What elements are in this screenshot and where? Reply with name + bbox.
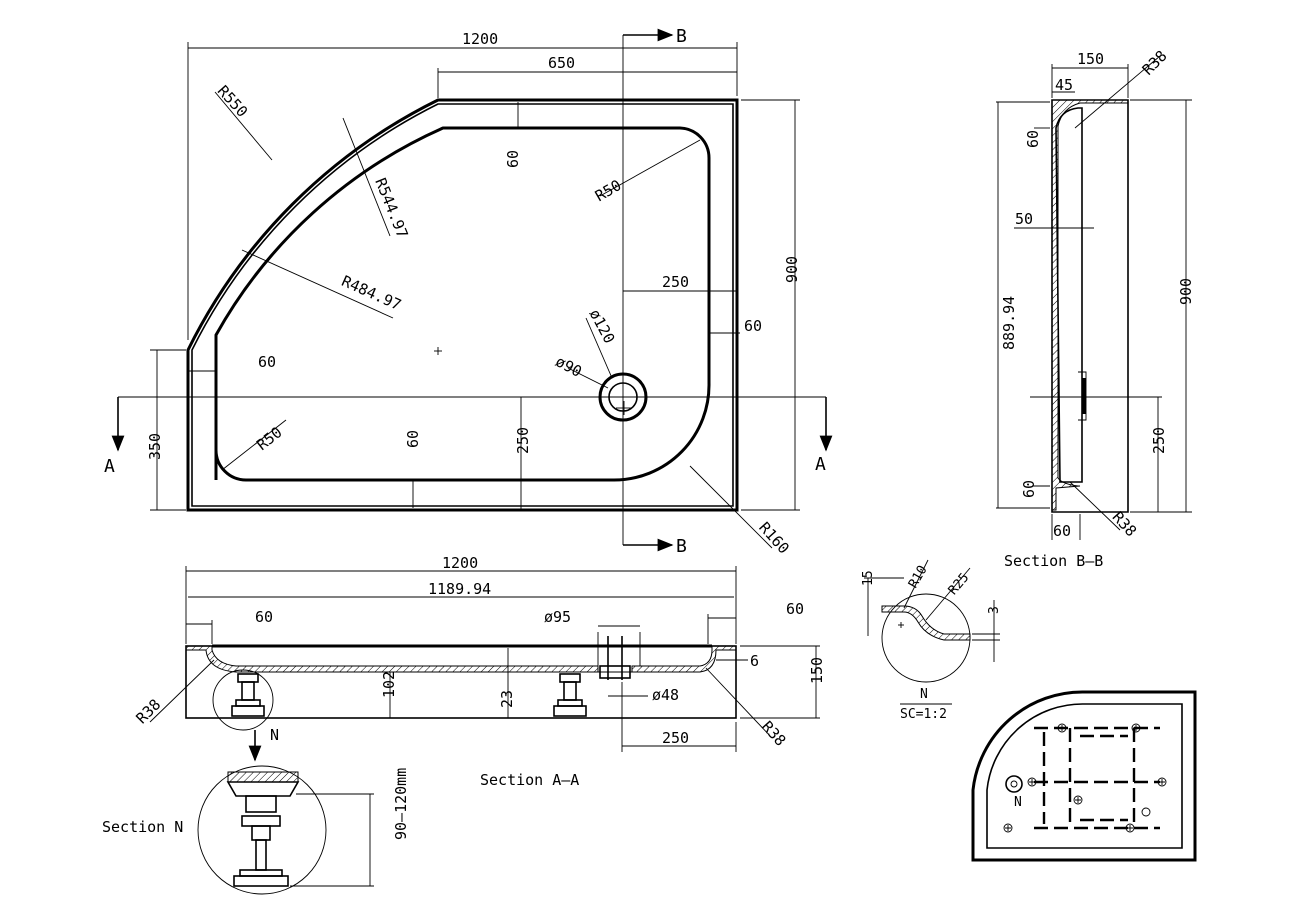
dim-aa-width: 1200 bbox=[442, 554, 478, 572]
underside-view: N bbox=[971, 690, 1197, 862]
dim-bb-lip: 45 bbox=[1055, 76, 1073, 94]
dim-detail-r10: R10 bbox=[906, 563, 931, 591]
dim-aa-waste: ø95 bbox=[544, 608, 571, 626]
dim-bb-rim-bottom: 60 bbox=[1020, 480, 1038, 498]
section-mark-b-top: B bbox=[676, 26, 687, 47]
basin-outline bbox=[214, 126, 711, 482]
dim-bb-inner-height: 889.94 bbox=[1000, 296, 1018, 350]
dim-r50-bottom: R50 bbox=[253, 423, 285, 454]
section-aa-title: Section A—A bbox=[480, 771, 579, 789]
dim-aa-inner-width: 1189.94 bbox=[428, 580, 491, 598]
dim-rim-bottom: 60 bbox=[404, 430, 422, 448]
dim-bb-rim-top: 60 bbox=[1024, 130, 1042, 148]
dim-aa-wall: 6 bbox=[750, 652, 759, 670]
dim-aa-rim-right: 60 bbox=[786, 600, 804, 618]
dim-aa-r38-right: R38 bbox=[758, 717, 790, 749]
section-n-title: Section N bbox=[102, 818, 183, 836]
dim-detail-height: 15 bbox=[861, 570, 876, 586]
dim-bb-inner-offset: 50 bbox=[1015, 210, 1033, 228]
dim-r550: R550 bbox=[214, 82, 252, 121]
dim-waste-inner: ø90 bbox=[552, 352, 584, 381]
leg-left bbox=[231, 673, 265, 717]
section-aa-detail-marker: N bbox=[270, 726, 279, 744]
dim-aa-rim-left: 60 bbox=[255, 608, 273, 626]
dim-aa-r38-left: R38 bbox=[132, 695, 164, 727]
dim-detail-thickness: 3 bbox=[987, 606, 1002, 614]
section-mark-a-left: A bbox=[104, 456, 115, 477]
section-n: 90—120mm Section N bbox=[102, 765, 410, 895]
dim-n-leg-range: 90—120mm bbox=[392, 768, 410, 840]
dim-r50-top: R50 bbox=[592, 176, 624, 205]
dim-rim-right: 60 bbox=[744, 317, 762, 335]
dim-bb-depth: 150 bbox=[1077, 50, 1104, 68]
dim-bb-base: 60 bbox=[1053, 522, 1071, 540]
dim-side-height: 350 bbox=[146, 433, 164, 460]
dim-waste-x: 250 bbox=[662, 273, 689, 291]
section-bb: 150 45 R38 60 50 889.94 900 250 60 60 bbox=[996, 47, 1195, 570]
underside-label: N bbox=[1014, 795, 1022, 810]
section-mark-a-right: A bbox=[815, 454, 826, 475]
dim-plan-height: 900 bbox=[783, 256, 801, 283]
dim-rim-left: 60 bbox=[258, 353, 276, 371]
dim-aa-waste-offset: 250 bbox=[662, 729, 689, 747]
detail-n-scale: SC=1:2 bbox=[900, 707, 947, 722]
dim-aa-pipe: ø48 bbox=[652, 686, 679, 704]
detail-n: 15 R10 R25 3 N SC=1:2 bbox=[861, 559, 1002, 722]
dim-r160: R160 bbox=[755, 519, 793, 558]
dim-aa-depth: 23 bbox=[498, 690, 516, 708]
dim-waste-outer: ø120 bbox=[586, 306, 619, 346]
dim-r544: R544.97 bbox=[371, 175, 411, 240]
dim-bb-r38-top: R38 bbox=[1139, 47, 1171, 79]
tray-outline bbox=[186, 98, 739, 512]
dim-aa-height: 150 bbox=[808, 657, 826, 684]
dim-bb-height: 900 bbox=[1177, 278, 1195, 305]
section-aa: N 1200 1189.94 60 60 ø95 6 150 102 23 bbox=[132, 554, 826, 789]
plan-view: 1200 650 R550 R544.97 R484.97 60 R50 900… bbox=[104, 26, 833, 558]
dim-bb-r38-bottom: R38 bbox=[1109, 508, 1141, 540]
dim-waste-y: 250 bbox=[514, 427, 532, 454]
dim-plan-width: 1200 bbox=[462, 30, 498, 48]
section-mark-b-bottom: B bbox=[676, 536, 687, 557]
detail-n-label: N bbox=[920, 687, 928, 702]
section-bb-title: Section B—B bbox=[1004, 552, 1103, 570]
dim-aa-leg: 102 bbox=[380, 671, 398, 698]
dim-plan-straight: 650 bbox=[548, 54, 575, 72]
dim-detail-r25: R25 bbox=[946, 570, 973, 598]
dim-bb-waste: 250 bbox=[1150, 427, 1168, 454]
dim-rim-top: 60 bbox=[504, 150, 522, 168]
leg-right bbox=[553, 673, 587, 717]
